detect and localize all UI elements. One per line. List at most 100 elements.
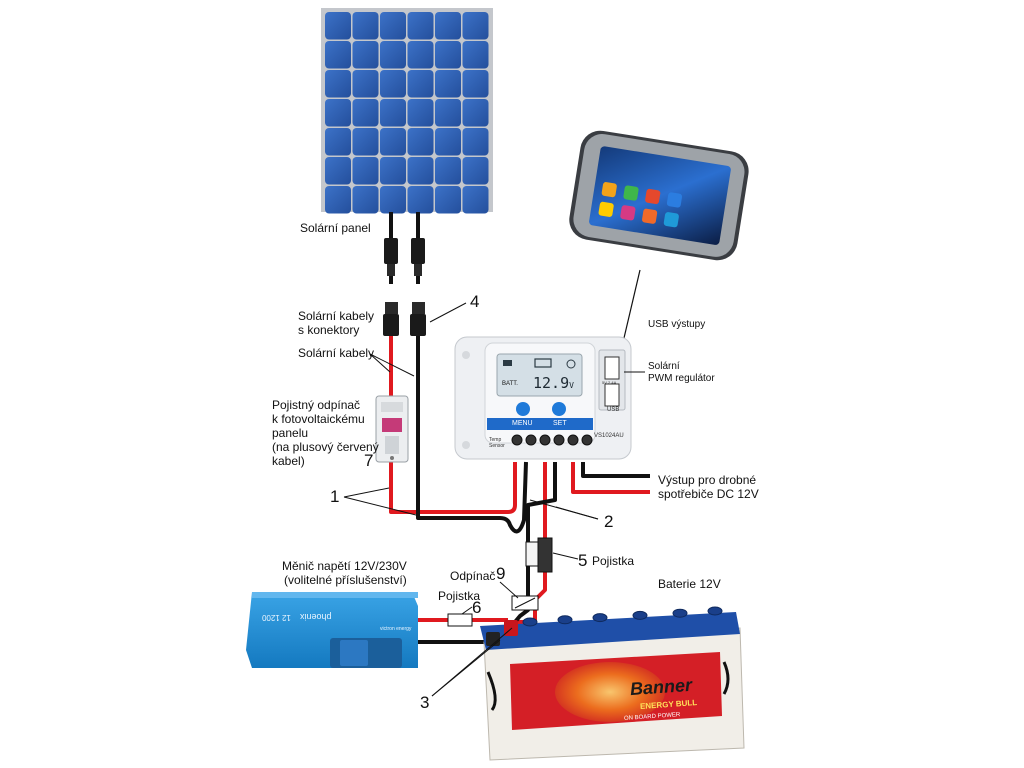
- controller-model: VS1024AU: [594, 433, 624, 439]
- number-6: 6: [472, 598, 482, 617]
- solar-cell: [325, 70, 351, 98]
- solar-cell: [407, 70, 434, 98]
- controller-menu-label: MENU: [512, 420, 533, 427]
- controller-temp-sensor-line2: Sensor: [489, 443, 505, 449]
- app-icon: [663, 212, 679, 228]
- battery-cap: [557, 615, 573, 625]
- label-inverter-line2: (volitelné příslušenství): [284, 573, 407, 587]
- pv-fuse-disconnector[interactable]: [375, 395, 409, 463]
- controller-usb-spec: 5V 2.4A: [602, 380, 617, 385]
- solar-cell: [380, 186, 406, 214]
- number-3: 3: [420, 693, 430, 712]
- battery-cap: [672, 608, 688, 618]
- panel-cables: [383, 212, 426, 336]
- terminal-screw: [539, 434, 551, 446]
- solar-cell: [435, 128, 461, 156]
- solar-cell: [407, 99, 434, 127]
- label-solar-cables-connectors-line2: s konektory: [298, 323, 360, 337]
- app-icon: [666, 192, 683, 208]
- label-inverter-line1: Měnič napětí 12V/230V: [282, 559, 407, 573]
- controller-batt-label: BATT.: [502, 381, 518, 387]
- number-1: 1: [330, 487, 340, 506]
- solar-cell: [380, 41, 406, 69]
- battery-disconnector[interactable]: [511, 595, 539, 611]
- solar-cell: [407, 157, 434, 185]
- controller-voltage: 12.9V: [533, 376, 574, 393]
- controller-usb-label: USB: [607, 407, 620, 413]
- label-fuse-5: Pojistka: [592, 554, 635, 568]
- label-fuse-switch-line1: Pojistný odpínač: [272, 398, 361, 412]
- app-icon: [601, 182, 617, 198]
- solar-cell: [407, 12, 434, 40]
- label-solar-cables-connectors-line1: Solární kabely: [298, 309, 375, 323]
- solar-cell: [352, 70, 379, 98]
- battery-cell-caps: [522, 606, 723, 627]
- label-solar-panel: Solární panel: [300, 221, 371, 235]
- solar-cell: [352, 99, 379, 127]
- solar-cells: [325, 12, 489, 214]
- solar-cell: [380, 157, 406, 185]
- battery: [480, 606, 745, 761]
- solar-cell: [435, 12, 461, 40]
- controller-temp-sensor-line1: Temp: [489, 437, 502, 443]
- mc4-connector-bottom-left: [383, 302, 399, 336]
- solar-cell: [435, 70, 461, 98]
- solar-cell: [462, 186, 489, 214]
- battery-cap: [522, 617, 538, 627]
- set-button[interactable]: [552, 402, 566, 416]
- solar-cell: [352, 157, 379, 185]
- solar-cell: [407, 186, 434, 214]
- number-2: 2: [604, 512, 614, 531]
- terminal-screw: [511, 434, 523, 446]
- usb-port-1[interactable]: [604, 356, 620, 380]
- number-5: 5: [578, 551, 588, 570]
- label-fuse-switch-line5: kabel): [272, 454, 305, 468]
- solar-cell: [462, 99, 489, 127]
- controller-voltage-unit: V: [569, 381, 574, 390]
- label-battery: Baterie 12V: [658, 577, 721, 591]
- solar-cell: [325, 186, 351, 214]
- solar-cell: [407, 41, 434, 69]
- solar-cell: [462, 70, 489, 98]
- controller-terminals: [511, 434, 593, 446]
- controller-voltage-value: 12.9: [533, 374, 570, 392]
- menu-button[interactable]: [516, 402, 530, 416]
- number-7: 7: [364, 451, 374, 470]
- solar-cell: [380, 12, 406, 40]
- battery-cap: [707, 606, 723, 616]
- solar-cell: [352, 128, 379, 156]
- label-solar-cables: Solární kabely: [298, 346, 375, 360]
- label-fuse-switch-line4: (na plusový červený: [272, 440, 379, 454]
- battery-brand: Banner: [629, 674, 693, 700]
- terminal-screw: [525, 434, 537, 446]
- inverter: [246, 592, 418, 668]
- controller-set-label: SET: [553, 420, 567, 427]
- number-9: 9: [496, 564, 506, 583]
- solar-cell: [352, 186, 379, 214]
- inverter-maker: victron energy: [380, 626, 412, 632]
- app-icon: [645, 188, 661, 205]
- mc4-connector-bottom-right: [410, 302, 426, 336]
- solar-cell: [325, 12, 351, 40]
- solar-cell: [435, 157, 461, 185]
- number-4: 4: [470, 292, 480, 311]
- usb-port-2[interactable]: [604, 383, 620, 407]
- solar-cell: [380, 128, 406, 156]
- solar-cell: [435, 99, 461, 127]
- phone-app-icons: [598, 182, 683, 228]
- solar-cell: [325, 99, 351, 127]
- label-pwm-line2: PWM regulátor: [648, 373, 715, 384]
- controller-display: [496, 353, 583, 397]
- solar-panel: [321, 8, 493, 214]
- label-fuse-6: Pojistka: [438, 589, 481, 603]
- inverter-model: 12 1200: [262, 613, 291, 622]
- leader-lines: [343, 302, 645, 697]
- label-pwm-line1: Solární: [648, 361, 680, 372]
- label-disconnector: Odpínač: [450, 569, 496, 583]
- solar-cell: [462, 157, 489, 185]
- solar-cell: [325, 157, 351, 185]
- smartphone: [569, 130, 749, 261]
- solar-cell: [380, 70, 406, 98]
- mc4-connector-top-right: [411, 238, 425, 276]
- label-dc-output-line2: spotřebiče DC 12V: [658, 487, 759, 501]
